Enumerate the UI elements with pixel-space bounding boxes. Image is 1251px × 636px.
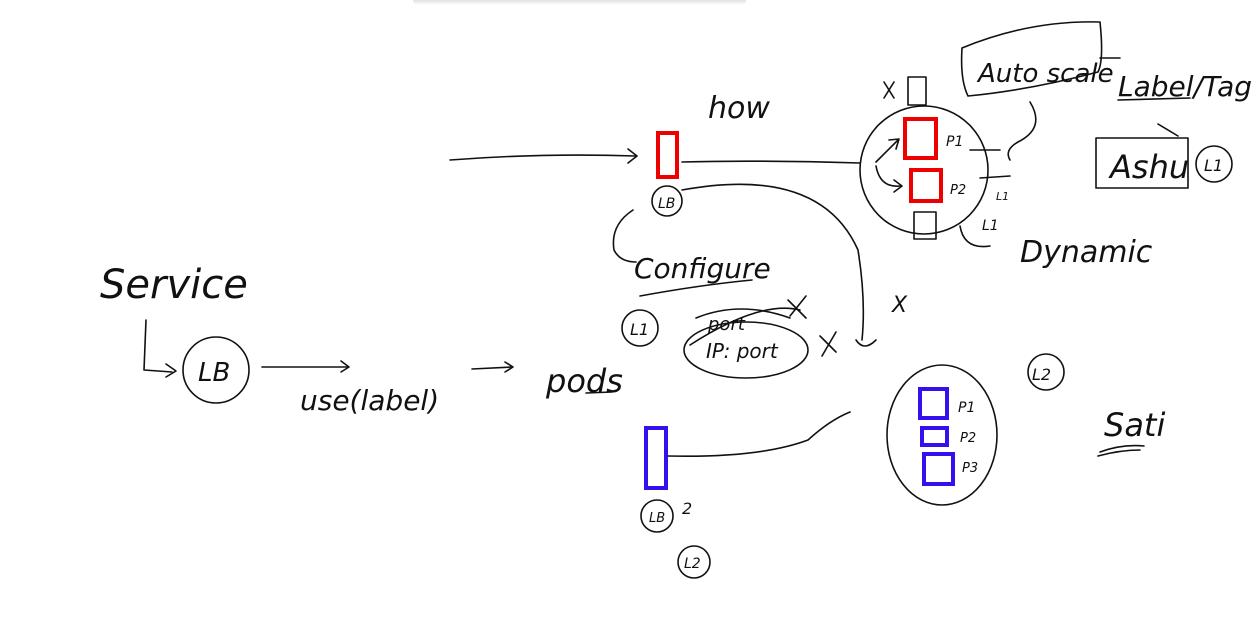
incoming-arrow [449,154,637,161]
arrow-to-p1-head [888,138,900,150]
p1-blue-label: P1 [958,400,975,416]
sati-underline [1097,444,1145,457]
new-pod-top-box [907,76,927,106]
pod-side-ticks [969,149,1011,179]
configure-bracket [612,209,637,263]
red-pods-circle [859,105,989,235]
pods-underline [585,391,613,394]
lb-bottom-label: LB [649,511,665,526]
l1-pod-label: L1 [982,218,999,234]
arrow-to-p2 [875,165,901,187]
p3-blue-label: P3 [962,461,978,476]
blue-pods-ellipse [886,364,998,506]
l1-mid-circle [621,309,659,347]
ashu-box [1095,137,1189,189]
sati-label: Sati [1104,406,1165,444]
p2-blue-box [920,426,949,447]
arrow-to-p2-head [893,179,903,193]
service-label: Service [100,262,248,308]
dynamic-label: Dynamic [1020,235,1153,270]
l1-mid-label: L1 [630,320,649,339]
p1-red-label: P1 [946,134,963,150]
l2-right-label: L2 [1032,365,1051,384]
lb-top-circle [651,185,683,217]
auto-scale-label: Auto scale [976,59,1114,89]
auto-scale-bubble [960,21,1103,97]
ashu-tick [1157,123,1179,137]
lb-red-box [656,131,679,179]
num-two-label: 2 [682,499,692,518]
p1-red-box [903,117,938,160]
new-pod-bottom-box [913,211,937,240]
l2-bottom-label: L2 [684,556,701,572]
auto-scale-pointer [1007,101,1037,161]
port-strike-2 [689,307,801,346]
curve-end-hook [855,339,877,347]
lb-main-label: LB [198,358,230,388]
configure-underline [639,279,753,297]
p2-blue-label: P2 [960,431,976,446]
use-to-pods-arrow-head [504,361,514,373]
lb-to-pods-line [681,160,861,164]
l1-small-label: L1 [996,190,1009,203]
pods-label: pods [545,362,623,400]
ip-port-ellipse [683,321,809,379]
incoming-arrow-head [627,148,638,164]
use-to-pods-arrow [471,366,513,370]
ip-port-label: IP: port [706,339,779,363]
lb-top-label: LB [658,196,675,212]
lb-blue-box [644,426,668,490]
use-label-text: use(label) [300,384,439,417]
service-connector [143,319,173,373]
l1-right-label: L1 [1204,156,1223,175]
label-tag-underline [1117,97,1191,101]
lb-main-circle [182,336,250,404]
l2-right-circle [1027,353,1065,391]
how-label: how [708,91,770,126]
new-pod-x [883,81,895,99]
lb-blue-to-pods-line [667,411,851,457]
ip-port-x-mark [819,331,837,357]
lb-to-use-arrow-head [340,360,350,373]
service-arrow-head [165,363,177,378]
lb-bottom-circle [640,499,674,533]
p1-blue-box [918,387,949,420]
l1-right-circle [1195,145,1233,183]
l2-bottom-circle [677,545,711,579]
x-mark-right: X [891,293,908,318]
ashu-label: Ashu [1108,148,1189,186]
p2-red-label: P2 [950,183,966,198]
port-strike-1 [695,308,791,319]
p3-blue-box [922,452,955,486]
toolbar-shadow [413,0,746,5]
p2-red-box [909,168,943,203]
arrow-to-p1 [875,139,899,163]
port-x-mark [787,295,807,319]
configure-label: Configure [634,252,771,285]
dynamic-arrow [959,225,991,248]
lb-long-curve [681,183,865,341]
